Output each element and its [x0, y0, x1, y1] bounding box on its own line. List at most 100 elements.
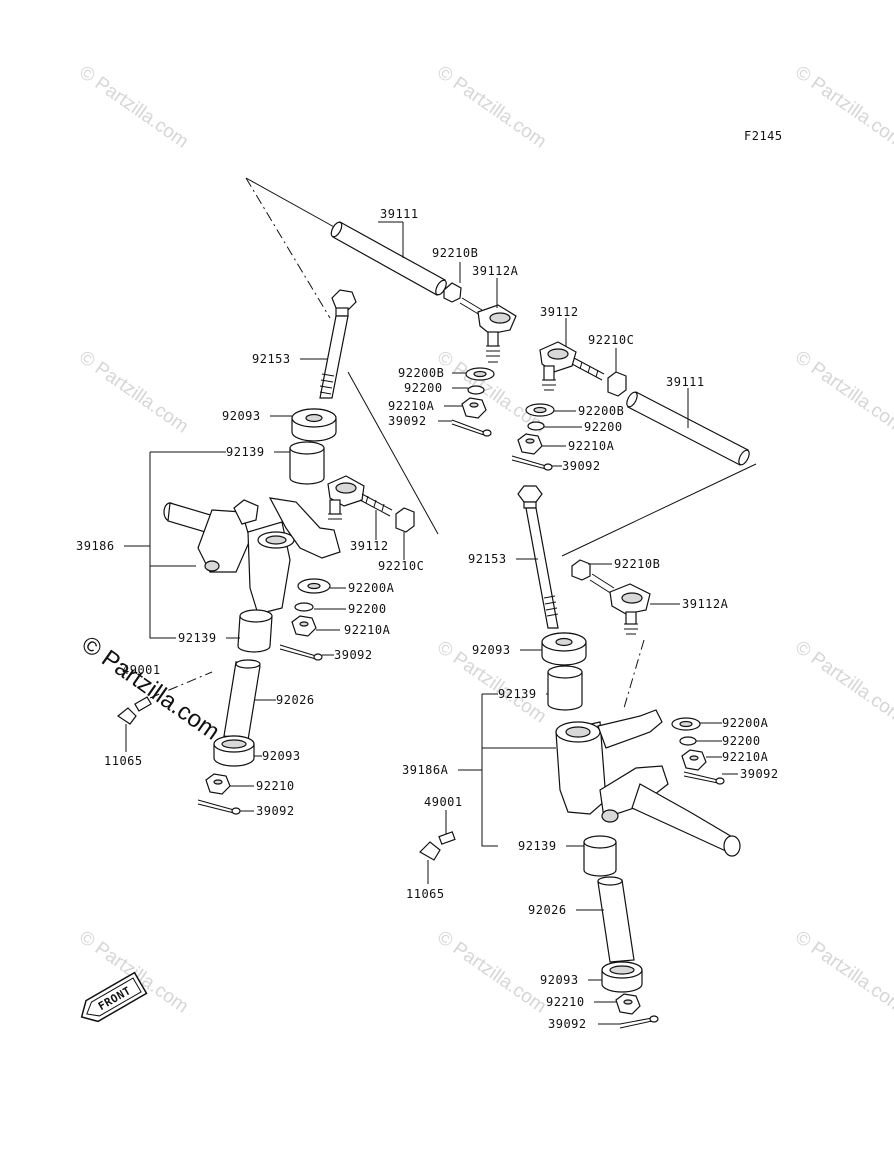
right-lower-assembly: 92153 92210B 39112A 92093: [402, 485, 779, 1031]
tie-rod-end-39112-right: [539, 341, 605, 391]
part-label-nut-a-1: 92210A: [388, 399, 435, 413]
part-label-tie-rod-end-a: 39112A: [682, 597, 729, 611]
part-label-collar: 92026: [276, 693, 315, 707]
bushing-top: [289, 441, 325, 485]
part-label-washer-b-2: 92200B: [578, 404, 624, 418]
nut-92210a: [291, 615, 317, 637]
right-upper-parts: 92200B 92200 92210A 39092: [388, 305, 757, 709]
part-label-washer-a: 92200A: [722, 716, 769, 730]
washer-92093-bottom: [213, 735, 255, 767]
guide-line: [561, 463, 757, 557]
part-label-cotter-3: 39092: [740, 767, 779, 781]
part-label-nut-b: 92210B: [432, 246, 478, 260]
part-label-nut: 92210: [546, 995, 585, 1009]
nut-92210a-2: [517, 433, 543, 455]
part-label-washer-top: 92093: [222, 409, 261, 423]
nut-92210b-right: [571, 559, 591, 581]
collar-92026-right: [597, 876, 635, 963]
part-label-bushing-bottom: 92139: [178, 631, 217, 645]
watermark: © Partzilla.com: [791, 62, 894, 153]
nut-92210a-right: [681, 749, 707, 771]
part-label-nut-a: 92210A: [344, 623, 391, 637]
nut-92210a-1: [461, 397, 487, 419]
tie-rod-right: [626, 391, 750, 466]
part-label-bolt: 92153: [468, 552, 507, 566]
left-assembly: 39111 92210B 39112A: [76, 177, 519, 818]
washer-92200-2: [527, 421, 545, 431]
part-label-tie-rod: 39111: [666, 375, 705, 389]
washer-92200: [294, 602, 314, 612]
part-label-nut-a-3: 92210A: [722, 750, 769, 764]
washer-92200b-2: [525, 403, 555, 417]
washer-92200a-right: [671, 717, 701, 731]
part-label-washer-a: 92200A: [348, 581, 395, 595]
nut-92210-right: [615, 993, 641, 1015]
part-label-bushing-top: 92139: [226, 445, 265, 459]
part-label-nipple: 49001: [122, 663, 161, 677]
part-label-nut-b: 92210B: [614, 557, 660, 571]
watermark-layer: © Partzilla.com © Partzilla.com © Partzi…: [75, 62, 894, 1018]
watermark: © Partzilla.com: [75, 62, 192, 153]
washer-92093-top-right: [541, 632, 587, 666]
part-label-tie-rod: 39111: [380, 207, 419, 221]
tie-rod-end-a: [459, 297, 517, 363]
part-label-washer-1: 92200: [404, 381, 443, 395]
part-label-washer-3: 92200: [722, 734, 761, 748]
cotter-pin-2: [197, 799, 241, 815]
part-label-nut-c: 92210C: [588, 333, 634, 347]
nipple-49001: [134, 671, 213, 712]
cotter-pin-right-3: [683, 771, 725, 785]
bracket-line: [481, 694, 498, 847]
watermark-prominent: © Partzilla.com: [77, 631, 225, 746]
guide-line: [347, 371, 439, 535]
part-label-collar: 92026: [528, 903, 567, 917]
part-label-nut-c: 92210C: [378, 559, 424, 573]
part-label-washer-2: 92200: [584, 420, 623, 434]
nut-92210b: [443, 282, 462, 303]
part-label-cap: 11065: [406, 887, 445, 901]
watermark: © Partzilla.com: [433, 927, 550, 1018]
part-label-bushing-bottom: 92139: [518, 839, 557, 853]
part-label-bolt: 92153: [252, 352, 291, 366]
figure-code: F2145: [744, 129, 783, 143]
tie-rod-end-a-right: [589, 573, 651, 635]
cotter-pin-right-1: [451, 419, 492, 437]
part-label-cotter-2: 39092: [256, 804, 295, 818]
nut-92210c-right: [607, 371, 627, 397]
part-label-cotter-4: 39092: [548, 1017, 587, 1031]
nut-92210: [205, 773, 231, 795]
part-label-bushing-top: 92139: [498, 687, 537, 701]
knuckle-39186: [163, 497, 341, 615]
part-label-nut-a-2: 92210A: [568, 439, 615, 453]
nipple-49001-right: [438, 831, 456, 845]
bolt-92153-right: [517, 485, 559, 629]
part-label-cotter-1: 39092: [388, 414, 427, 428]
part-label-washer-b: 92200B: [398, 366, 444, 380]
washer-92200a: [297, 578, 331, 594]
washer-92200-right: [679, 736, 697, 746]
part-label-knuckle: 39186: [76, 539, 115, 553]
watermark: © Partzilla.com: [75, 347, 192, 438]
part-label-cotter-1: 39092: [334, 648, 373, 662]
tie-rod: [330, 221, 447, 296]
watermark: © Partzilla.com: [433, 62, 550, 153]
part-label-nut: 92210: [256, 779, 295, 793]
bushing-top-right: [547, 665, 583, 711]
part-label-washer: 92200: [348, 602, 387, 616]
washer-92093-top: [291, 408, 337, 442]
washer-92200b-1: [465, 367, 495, 381]
cap-11065: [116, 707, 137, 725]
guide-line: [623, 639, 645, 709]
cotter-pin-right-2: [511, 455, 553, 471]
bushing-bottom: [237, 609, 273, 653]
bracket-line: [149, 452, 176, 639]
bushing-bottom-right: [583, 835, 617, 877]
part-label-cotter-2: 39092: [562, 459, 601, 473]
part-label-cap: 11065: [104, 754, 143, 768]
part-label-tie-rod-end-a: 39112A: [472, 264, 519, 278]
cotter-pin-right-4: [619, 1015, 659, 1029]
washer-92200-1: [467, 385, 485, 395]
tie-rod-end-39112-left: [327, 475, 393, 520]
part-label-washer-bottom: 92093: [540, 973, 579, 987]
